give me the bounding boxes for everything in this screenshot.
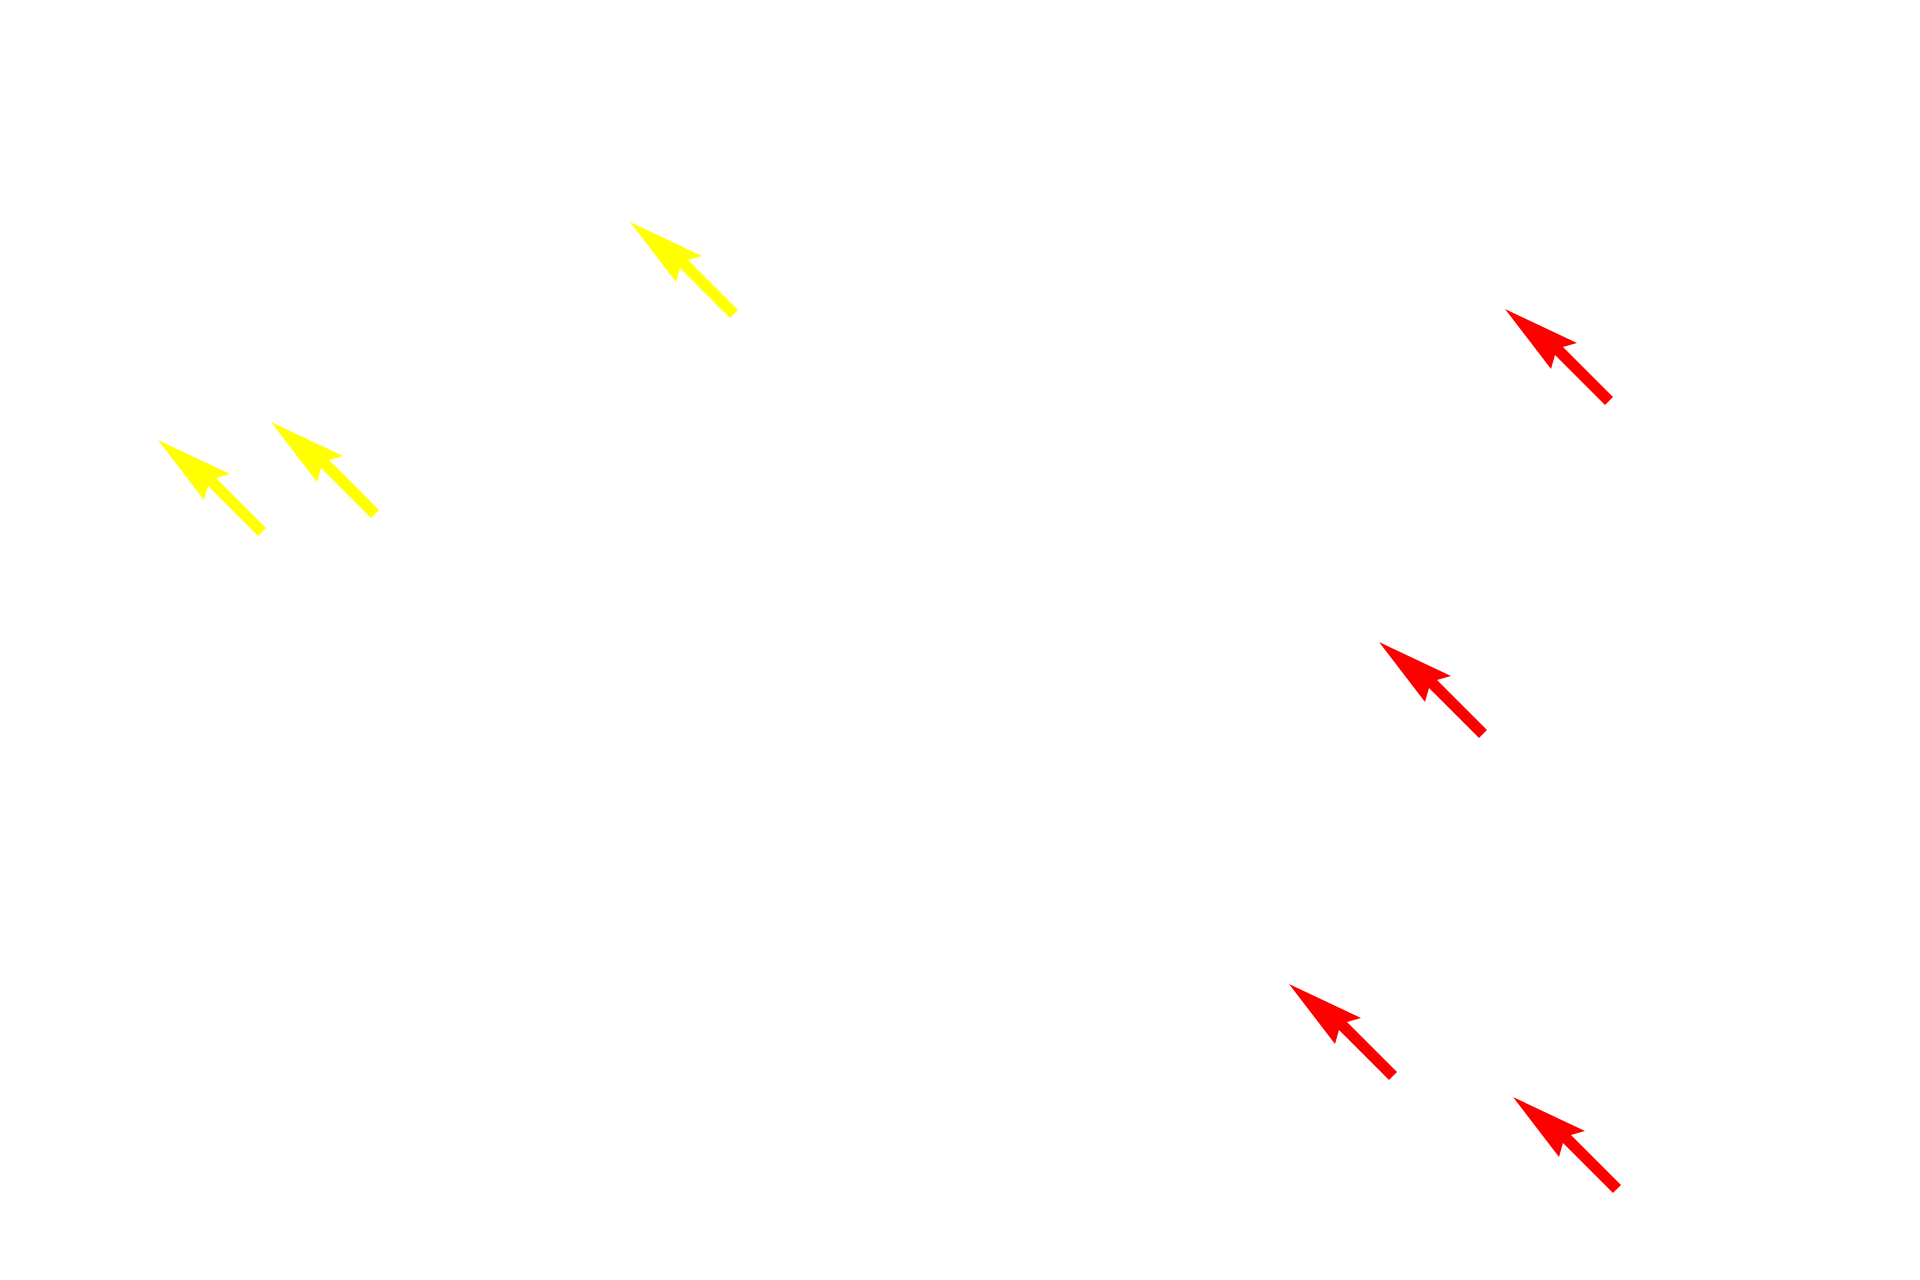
red-arrow-2 (1379, 642, 1487, 738)
arrow-up-left-icon (158, 440, 266, 536)
arrow-up-left-icon (1379, 642, 1487, 738)
red-arrow-3 (1289, 984, 1397, 1080)
arrow-up-left-icon (1513, 1097, 1621, 1193)
red-arrow-4 (1513, 1097, 1621, 1193)
red-arrow-1 (1505, 309, 1613, 405)
yellow-arrow-1 (630, 222, 738, 318)
yellow-arrow-3 (271, 422, 379, 518)
yellow-arrow-2 (158, 440, 266, 536)
arrow-up-left-icon (630, 222, 738, 318)
arrow-up-left-icon (1505, 309, 1613, 405)
arrow-up-left-icon (271, 422, 379, 518)
arrow-up-left-icon (1289, 984, 1397, 1080)
